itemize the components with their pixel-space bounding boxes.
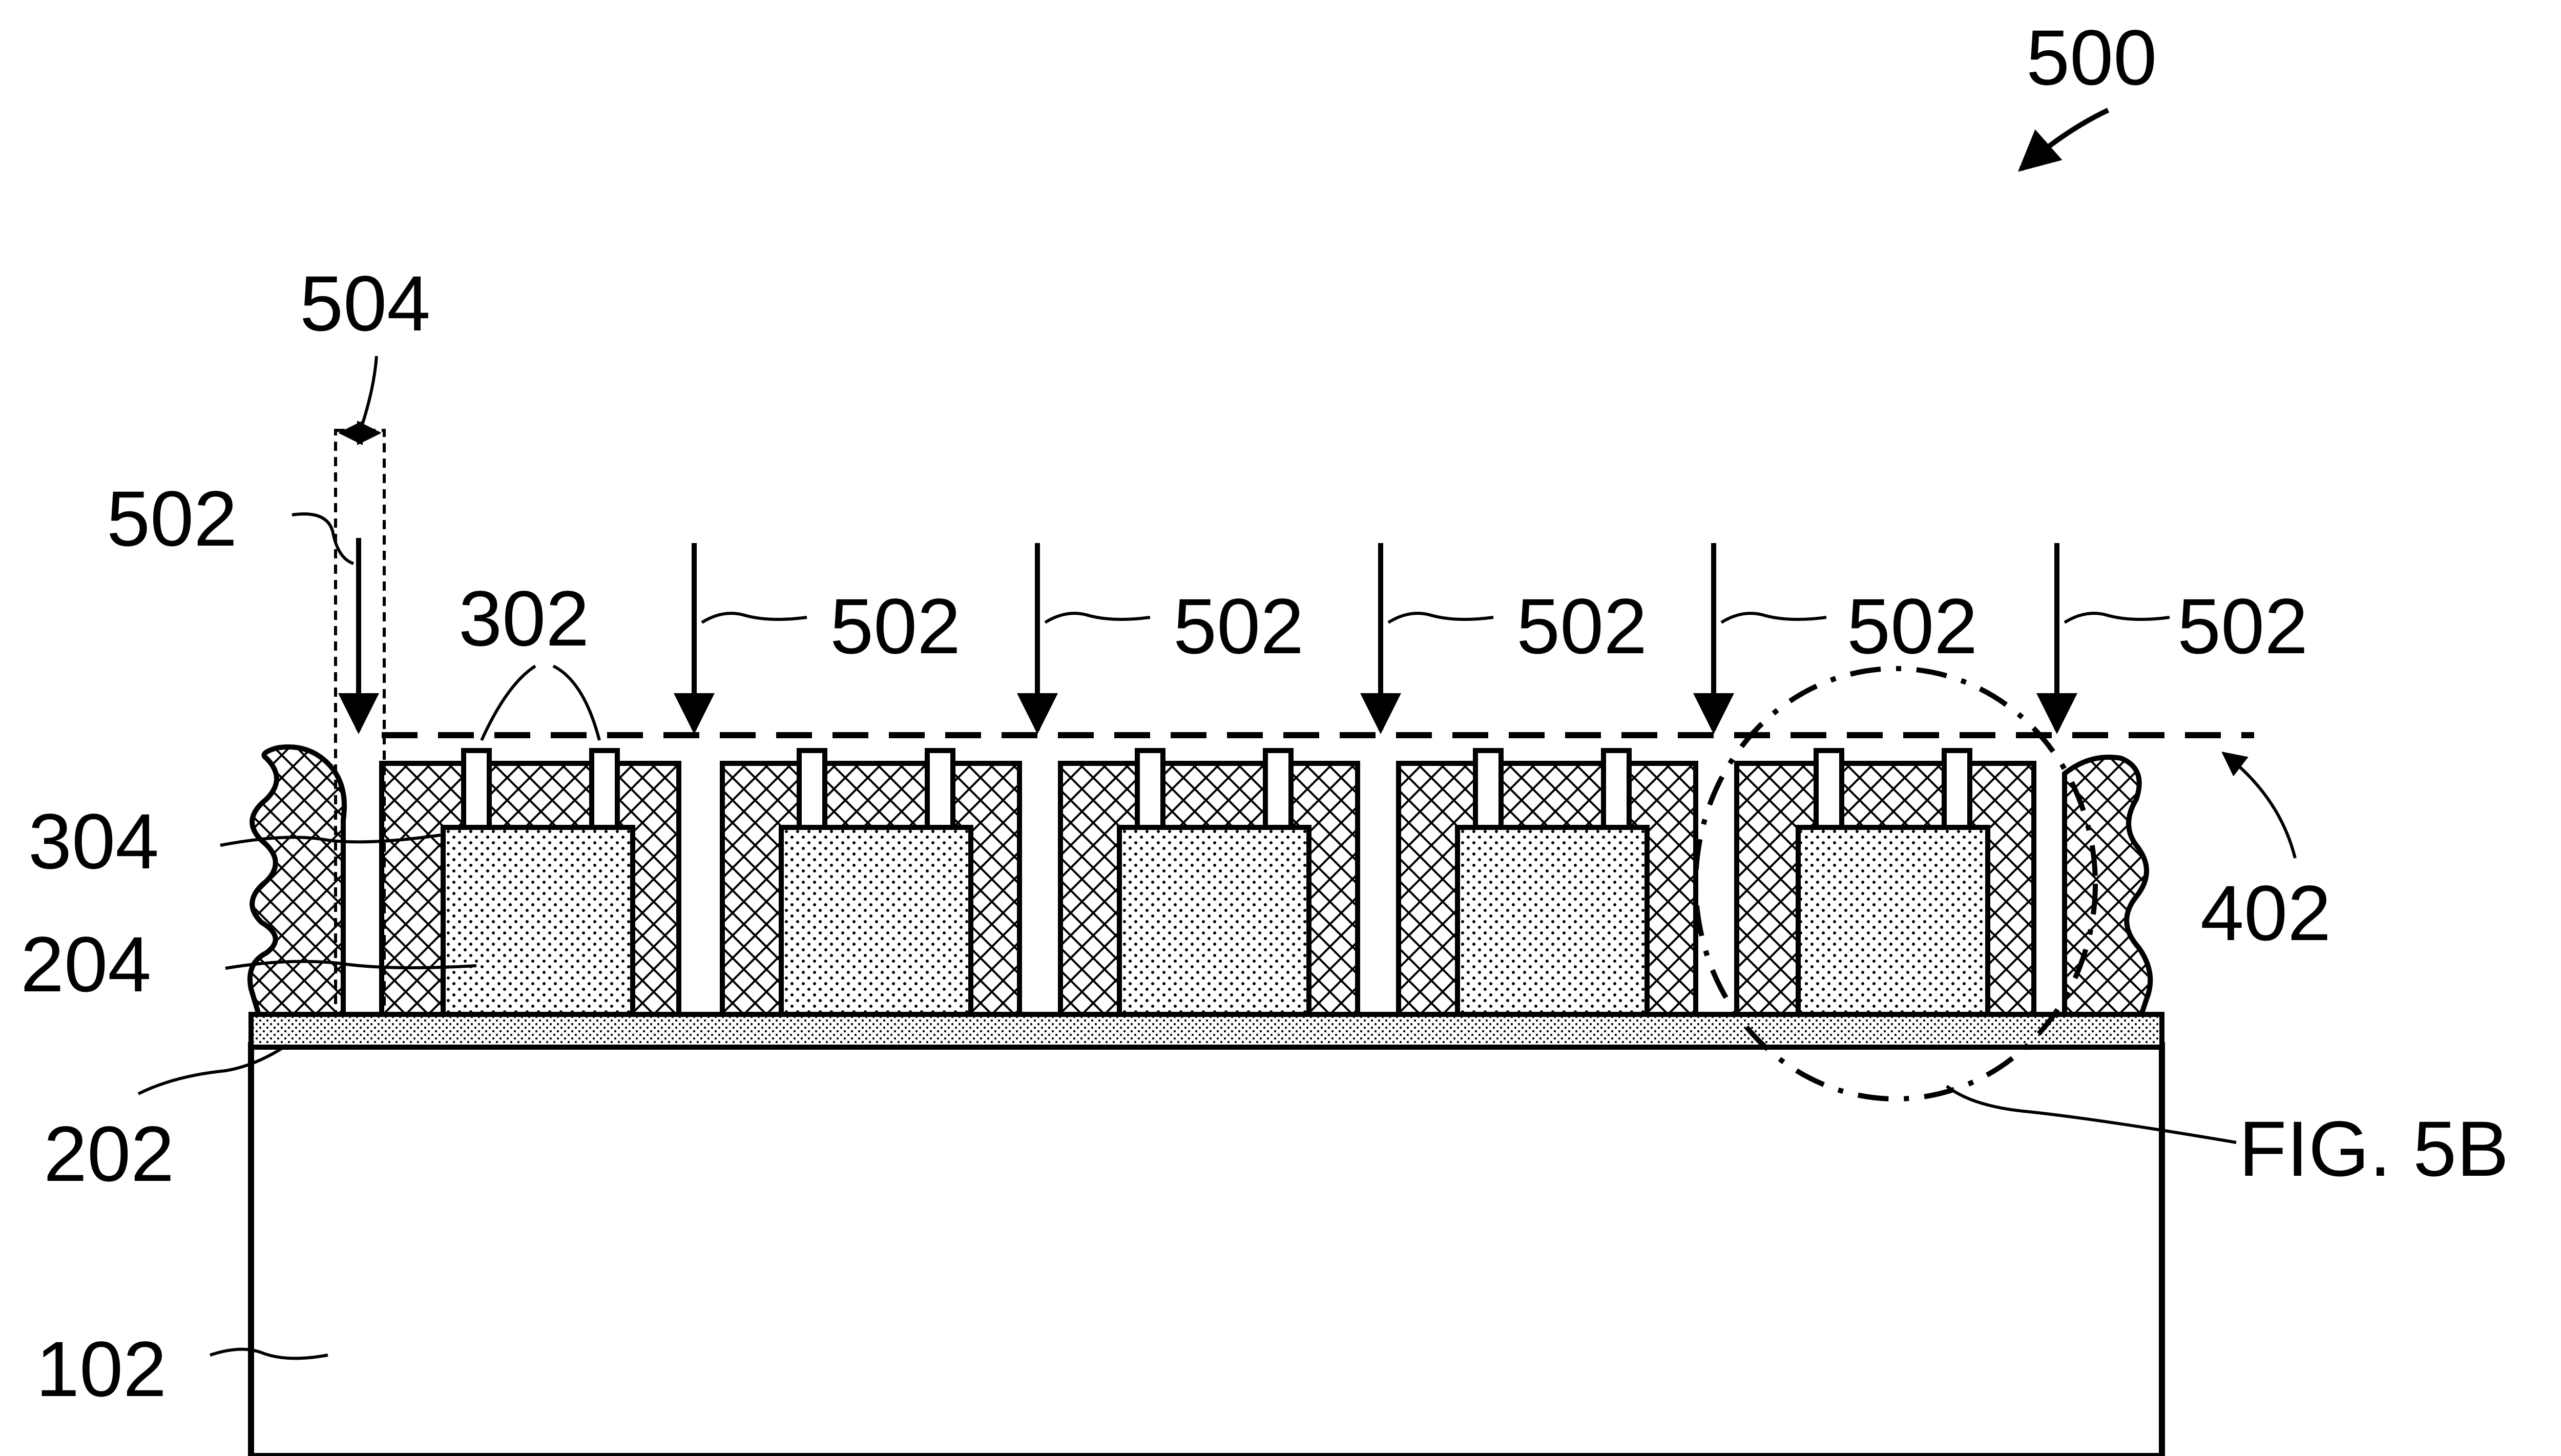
leader-502-left	[292, 512, 355, 565]
label-502-2: 502	[1173, 583, 1304, 670]
label-502-3: 502	[1516, 583, 1647, 670]
die-unit-1	[379, 748, 681, 1017]
label-502-left: 502	[107, 475, 237, 563]
leader-302-a	[480, 664, 536, 741]
label-204: 204	[20, 921, 151, 1008]
leader-102	[210, 1347, 328, 1360]
label-502-5: 502	[2177, 583, 2308, 670]
label-304: 304	[28, 798, 159, 885]
left-mold-region	[247, 744, 347, 1017]
die-unit-4	[1396, 748, 1698, 1017]
label-fig5b: FIG. 5B	[2239, 1105, 2509, 1193]
label-500: 500	[2026, 14, 2157, 101]
leader-502-3	[1387, 612, 1494, 624]
arrow-500	[2018, 108, 2110, 172]
leader-402	[2221, 752, 2297, 859]
label-502-1: 502	[830, 583, 961, 670]
layer-202	[248, 1012, 2164, 1050]
leader-204	[225, 960, 477, 970]
die-units	[379, 748, 2036, 1017]
leader-502-1	[701, 612, 807, 624]
leader-304	[220, 834, 441, 847]
label-302: 302	[459, 575, 589, 662]
substrate-102	[248, 1042, 2165, 1456]
beam-arrows	[338, 538, 2077, 734]
leader-302-b	[552, 664, 601, 741]
fig5b-callout-circle	[1693, 666, 2098, 1101]
leader-fig5b	[1946, 1085, 2237, 1144]
label-402: 402	[2200, 869, 2331, 957]
die-unit-5	[1734, 748, 2036, 1017]
label-504: 504	[300, 260, 430, 347]
die-unit-3	[1058, 748, 1360, 1017]
label-502-4: 502	[1847, 583, 1977, 670]
label-202: 202	[44, 1110, 174, 1198]
label-102: 102	[36, 1325, 166, 1413]
leader-502-5	[2064, 612, 2170, 624]
leader-202	[137, 1044, 288, 1095]
leader-502-2	[1044, 612, 1151, 624]
leader-502-4	[1720, 612, 1827, 624]
die-unit-2	[720, 748, 1022, 1017]
leader-504	[360, 356, 378, 428]
